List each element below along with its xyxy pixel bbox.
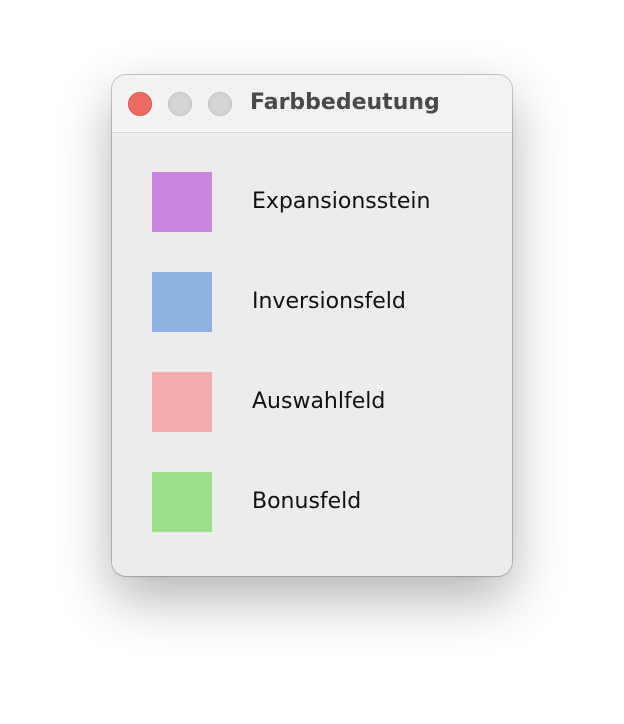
title-bar[interactable]: Farbbedeutung: [112, 75, 512, 133]
window-title: Farbbedeutung: [250, 90, 440, 115]
legend-item-inversionsfeld: Inversionsfeld: [152, 272, 492, 332]
color-swatch: [152, 172, 212, 232]
color-swatch: [152, 272, 212, 332]
color-swatch: [152, 372, 212, 432]
legend-label: Inversionsfeld: [252, 289, 406, 314]
minimize-button[interactable]: [168, 92, 192, 116]
legend-label: Auswahlfeld: [252, 389, 386, 414]
legend-label: Bonusfeld: [252, 489, 362, 514]
close-button[interactable]: [128, 92, 152, 116]
zoom-button[interactable]: [208, 92, 232, 116]
legend-item-bonusfeld: Bonusfeld: [152, 472, 492, 532]
legend-item-expansionsstein: Expansionsstein: [152, 172, 492, 232]
color-legend-window: Farbbedeutung Expansionsstein Inversions…: [112, 75, 512, 576]
color-swatch: [152, 472, 212, 532]
legend-item-auswahlfeld: Auswahlfeld: [152, 372, 492, 432]
legend-label: Expansionsstein: [252, 189, 431, 214]
